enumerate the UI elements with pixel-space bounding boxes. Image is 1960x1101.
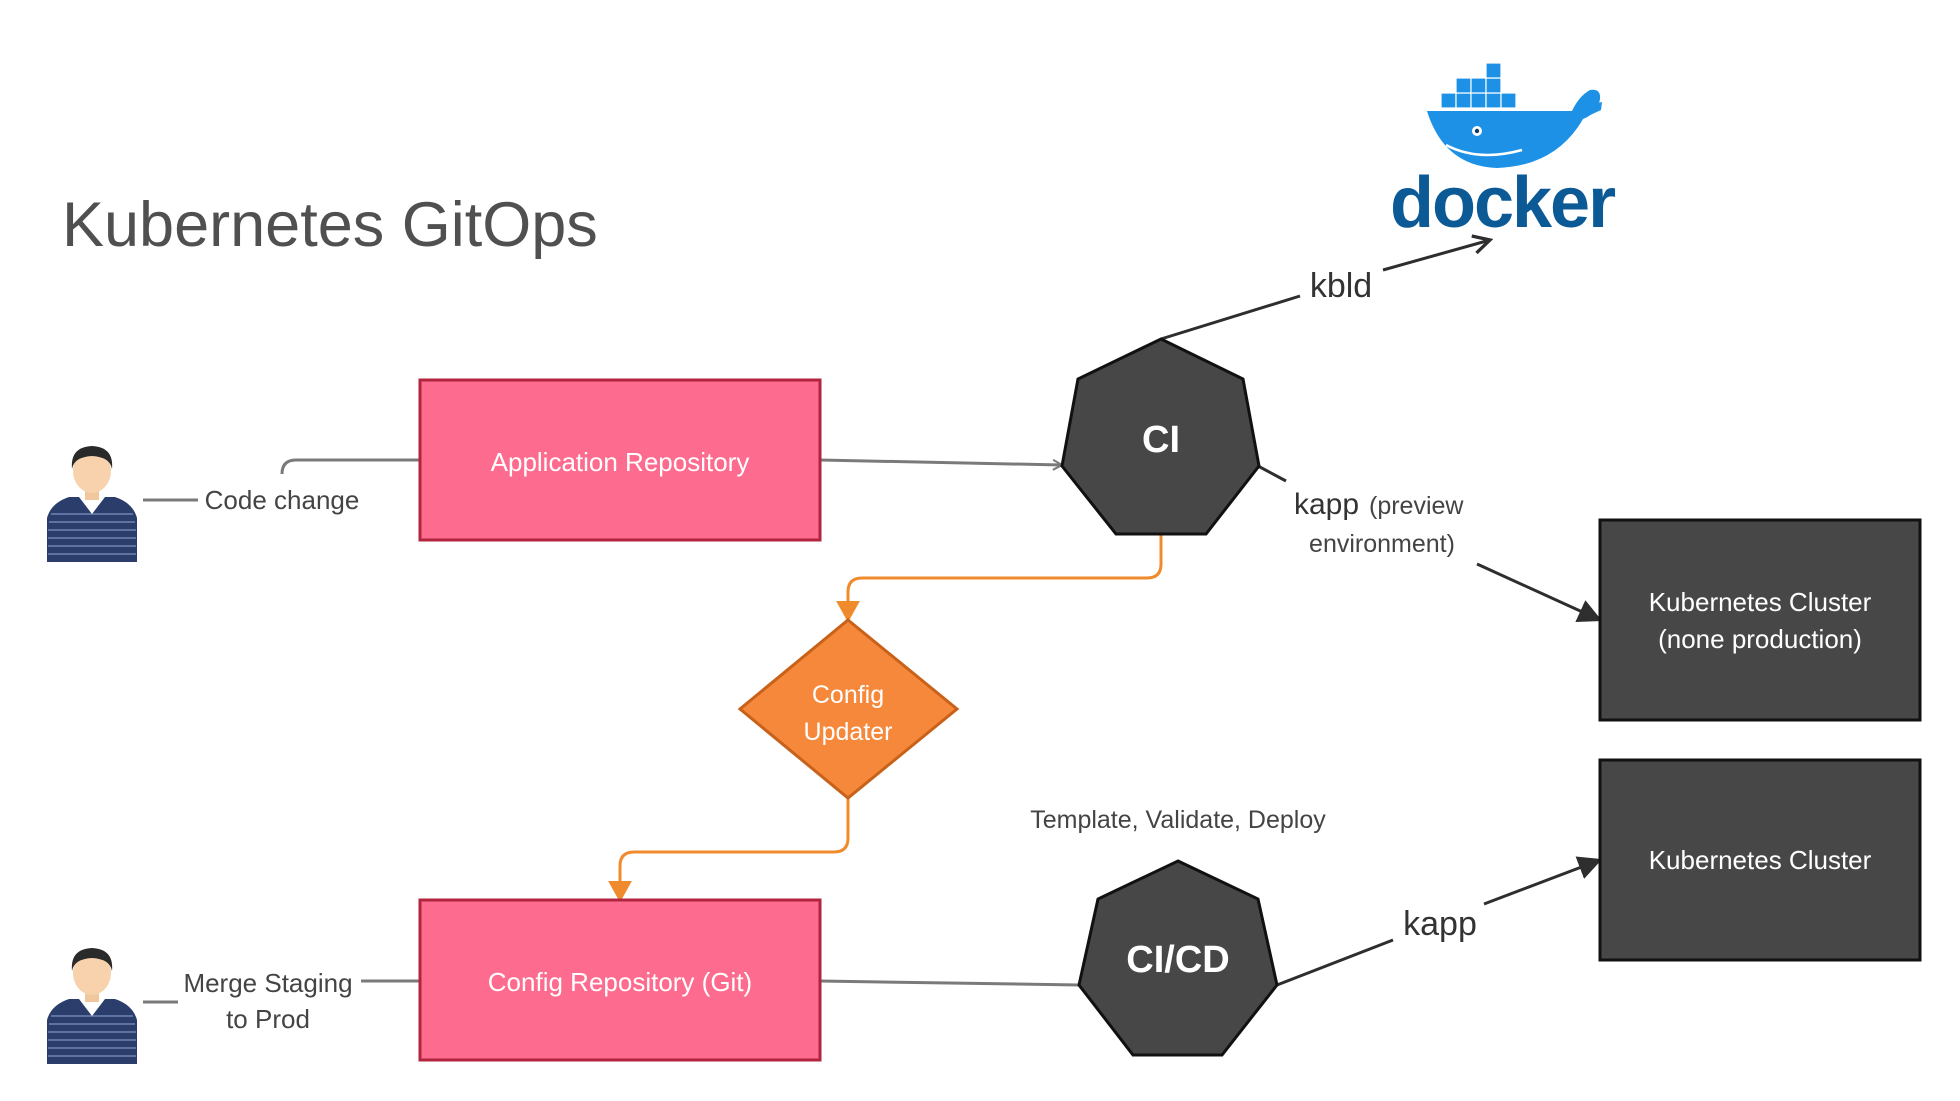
kapp-label: kapp xyxy=(1403,905,1477,943)
edge-ci-to-config-updater xyxy=(836,534,1163,623)
edge-user-to-app-repo xyxy=(143,458,420,502)
config-repository-node[interactable]: Config Repository (Git) xyxy=(418,898,822,1062)
kapp-preview-label: kapp xyxy=(1294,488,1359,521)
kapp-preview-note-line2: environment) xyxy=(1309,530,1455,558)
edge-config-updater-to-config-repo xyxy=(608,798,850,903)
config-updater-label-line2: Updater xyxy=(804,718,893,746)
docker-logo: docker xyxy=(1390,62,1617,243)
cicd-node[interactable]: CI/CD xyxy=(1077,859,1279,1057)
user-avatar-icon xyxy=(47,446,137,562)
application-repository-node[interactable]: Application Repository xyxy=(418,378,822,542)
docker-wordmark: docker xyxy=(1390,163,1615,243)
docker-whale-icon xyxy=(1427,62,1602,168)
edge-user-to-config-repo xyxy=(143,979,420,1004)
config-updater-label-line1: Config xyxy=(812,681,884,709)
kubernetes-cluster-prod-node[interactable]: Kubernetes Cluster xyxy=(1598,758,1922,962)
edge-app-repo-to-ci xyxy=(819,458,1062,465)
ci-node[interactable]: CI xyxy=(1060,337,1261,536)
application-repository-label: Application Repository xyxy=(491,447,750,477)
edge-config-repo-to-cicd xyxy=(819,979,1080,987)
user-avatar-icon xyxy=(47,948,137,1064)
edge-cicd-to-k8s-prod xyxy=(1276,860,1600,987)
kubernetes-cluster-nonprod-node[interactable]: Kubernetes Cluster (none production) xyxy=(1598,518,1922,722)
kubernetes-cluster-nonprod-label-line2: (none production) xyxy=(1658,624,1862,654)
code-change-label: Code change xyxy=(205,485,360,515)
page-title: Kubernetes GitOps xyxy=(62,190,598,260)
template-validate-deploy-label: Template, Validate, Deploy xyxy=(1030,806,1326,834)
kubernetes-cluster-prod-label: Kubernetes Cluster xyxy=(1649,845,1872,875)
config-updater-node[interactable]: Config Updater xyxy=(737,618,960,800)
kubernetes-cluster-nonprod-label-line1: Kubernetes Cluster xyxy=(1649,587,1872,617)
merge-staging-label-line1: Merge Staging xyxy=(183,968,352,998)
edge-ci-to-k8s-nonprod xyxy=(1257,464,1600,620)
cicd-label: CI/CD xyxy=(1126,939,1229,981)
kbld-label: kbld xyxy=(1310,267,1372,305)
kapp-preview-note-line1: (preview xyxy=(1369,492,1464,520)
edge-ci-to-docker xyxy=(1160,240,1490,341)
config-repository-label: Config Repository (Git) xyxy=(488,967,752,997)
ci-label: CI xyxy=(1142,419,1180,461)
merge-staging-label-line2: to Prod xyxy=(226,1004,310,1034)
